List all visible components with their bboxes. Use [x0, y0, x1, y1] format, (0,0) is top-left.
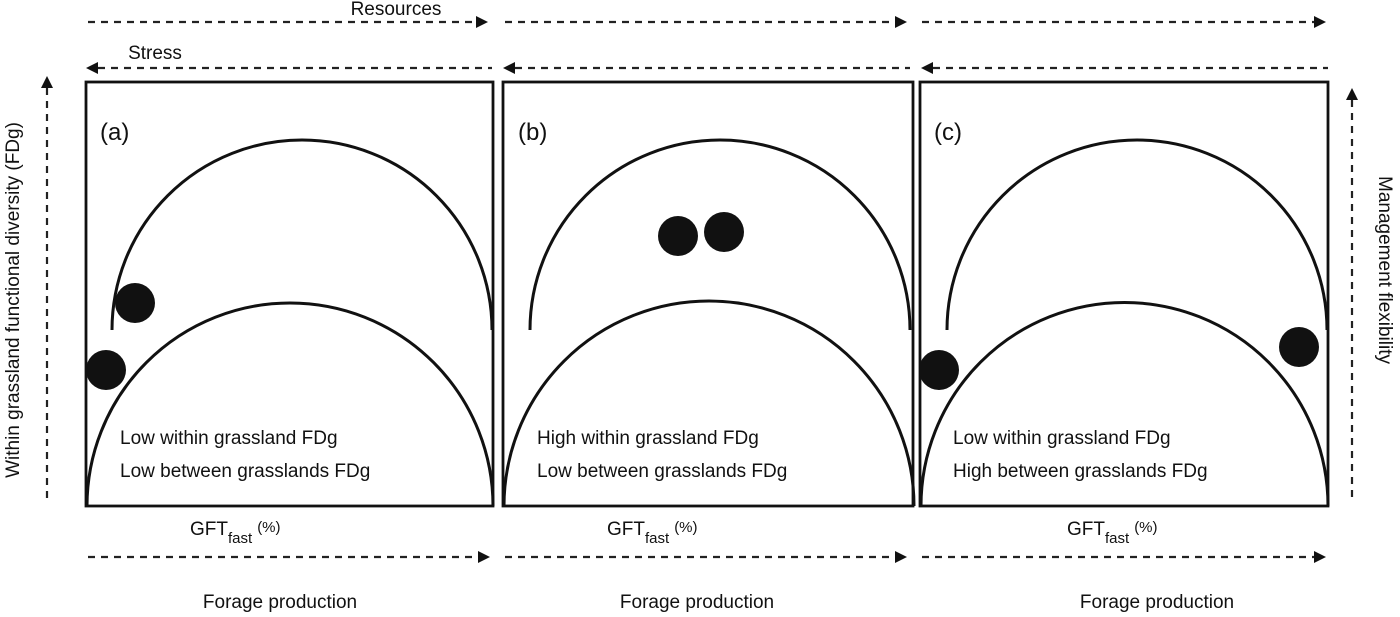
- panel-c-text-line2: High between grasslands FDg: [953, 461, 1208, 482]
- panel-a-dot-lower: [86, 350, 126, 390]
- panel-a-xaxis-label: GFTfast(%): [190, 519, 281, 547]
- forage-arrows: [88, 551, 1326, 563]
- panel-a-frame: [84, 80, 495, 508]
- panel-b-text-line2: Low between grasslands FDg: [537, 461, 787, 482]
- panel-b-label: (b): [518, 119, 547, 146]
- stress-arrows: [86, 62, 1328, 74]
- right-axis-label: Management flexibility: [1374, 176, 1395, 364]
- panel-c-frame: [918, 80, 1330, 508]
- panel-b-xaxis-label: GFTfast(%): [607, 519, 698, 547]
- left-vertical-arrow: [41, 76, 53, 500]
- panel-a-dot-upper: [115, 283, 155, 323]
- right-vertical-arrow: [1346, 88, 1358, 500]
- stress-label: Stress: [128, 43, 182, 64]
- panel-b-text-line1: High within grassland FDg: [537, 428, 759, 449]
- panel-c-text-line1: Low within grassland FDg: [953, 428, 1171, 449]
- panel-a-inner-curve: [85, 301, 495, 507]
- panel-b-inner-curve: [502, 299, 916, 507]
- panel-c-xaxis-label: GFTfast(%): [1067, 519, 1158, 547]
- panel-a-text-line2: Low between grasslands FDg: [120, 461, 370, 482]
- panel-c-forage-label: Forage production: [1080, 592, 1234, 613]
- panel-a-outer-curve: [110, 138, 494, 331]
- panel-a-label: (a): [100, 119, 129, 146]
- panel-b-outer-curve: [528, 138, 912, 331]
- panel-a-forage-label: Forage production: [203, 592, 357, 613]
- panel-c-outer-curve: [945, 138, 1329, 331]
- left-axis-label: Within grassland functional diversity (F…: [3, 122, 24, 478]
- panel-b-dot-left: [658, 216, 698, 256]
- panel-c-dot-right: [1279, 327, 1319, 367]
- panel-a-text-line1: Low within grassland FDg: [120, 428, 338, 449]
- panel-c-label: (c): [934, 119, 962, 146]
- panel-b-frame: [501, 80, 915, 508]
- panel-b-dot-right: [704, 212, 744, 252]
- panel-c-dot-left: [919, 350, 959, 390]
- resources-arrows: [88, 16, 1326, 28]
- resources-label: Resources: [351, 0, 442, 20]
- panel-b-forage-label: Forage production: [620, 592, 774, 613]
- panel-c-inner-curve: [919, 301, 1330, 507]
